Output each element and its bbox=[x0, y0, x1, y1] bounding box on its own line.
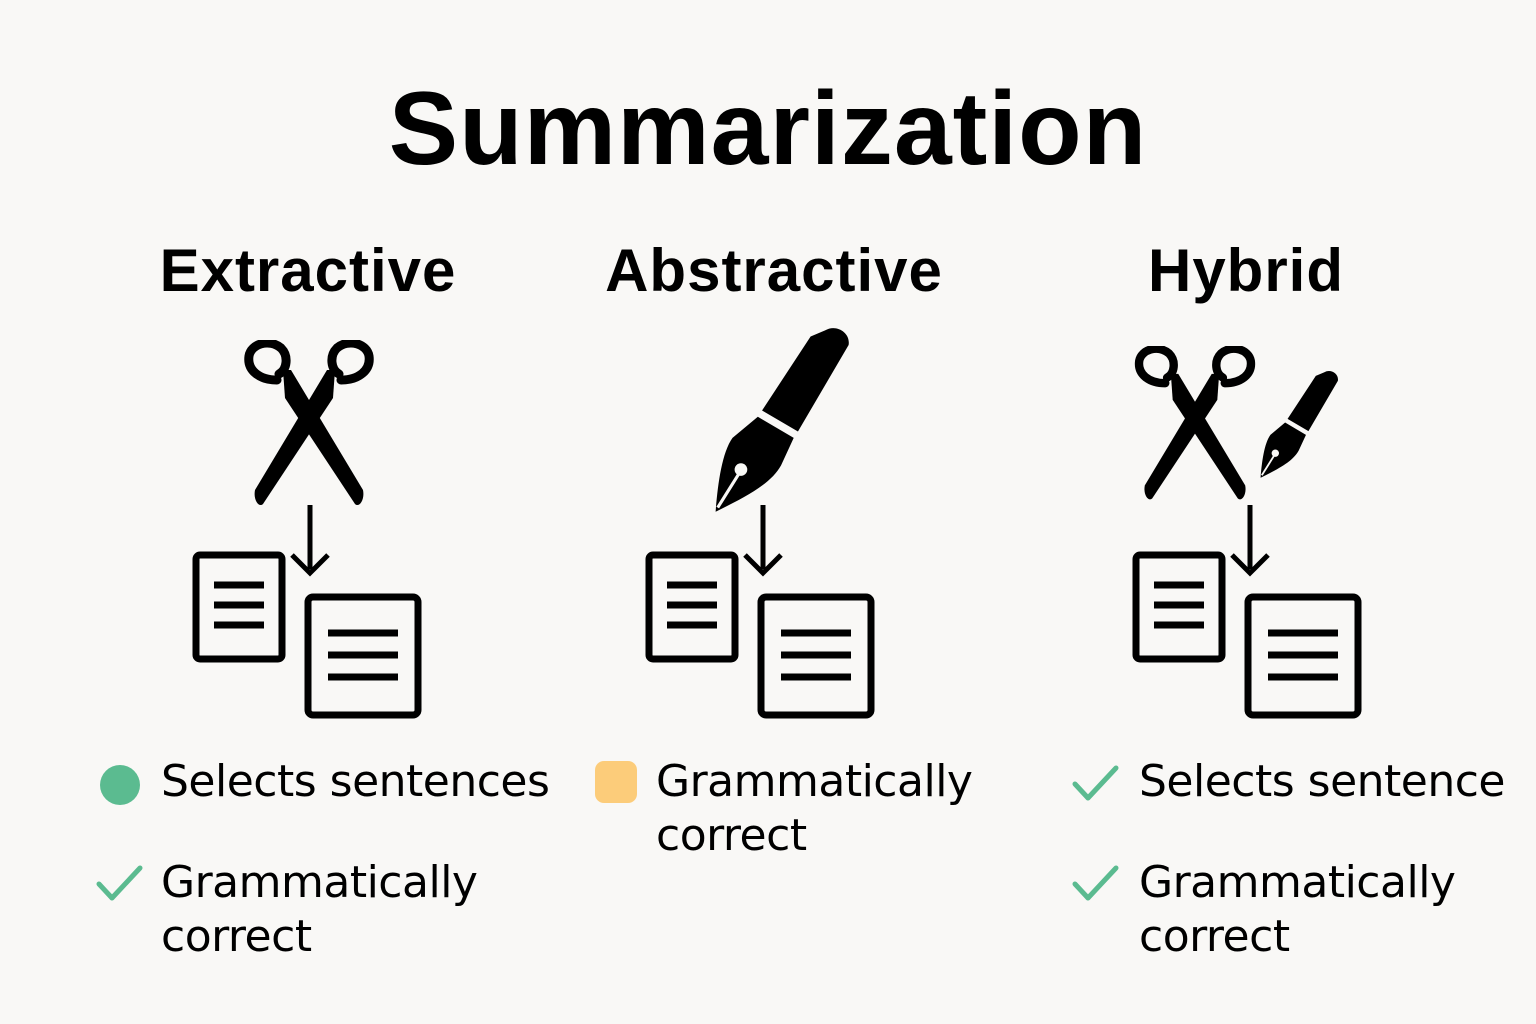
column-title-abstractive: Abstractive bbox=[605, 237, 943, 304]
scissors-icon bbox=[234, 340, 384, 510]
feature-text: Grammatically correct bbox=[161, 856, 478, 964]
feature-line: correct bbox=[656, 810, 807, 861]
feature-line: Grammatically bbox=[1139, 857, 1456, 908]
page-title: Summarization bbox=[388, 71, 1148, 187]
feature-line: correct bbox=[1139, 911, 1290, 962]
column-title-hybrid: Hybrid bbox=[1147, 237, 1345, 304]
feature-text: Grammatically correct bbox=[1139, 856, 1456, 964]
feature-line: correct bbox=[161, 911, 312, 962]
scissors-icon bbox=[1124, 346, 1266, 504]
feature-line: Grammatically bbox=[656, 756, 973, 807]
check-icon bbox=[1072, 762, 1120, 804]
amber-square-icon bbox=[595, 761, 637, 803]
feature-line: Grammatically bbox=[161, 857, 478, 908]
green-circle-icon bbox=[100, 765, 140, 805]
document-flow-icon bbox=[1132, 505, 1364, 720]
document-flow-icon bbox=[192, 505, 424, 720]
check-icon bbox=[1072, 862, 1120, 904]
check-icon bbox=[96, 862, 144, 904]
column-title-extractive: Extractive bbox=[159, 237, 457, 304]
fountain-pen-icon bbox=[1259, 370, 1339, 479]
fountain-pen-icon bbox=[714, 326, 851, 514]
document-flow-icon bbox=[645, 505, 877, 720]
feature-text: Selects sentences bbox=[161, 756, 550, 807]
feature-text: Grammatically correct bbox=[656, 755, 973, 863]
feature-text: Selects sentence bbox=[1139, 756, 1506, 807]
